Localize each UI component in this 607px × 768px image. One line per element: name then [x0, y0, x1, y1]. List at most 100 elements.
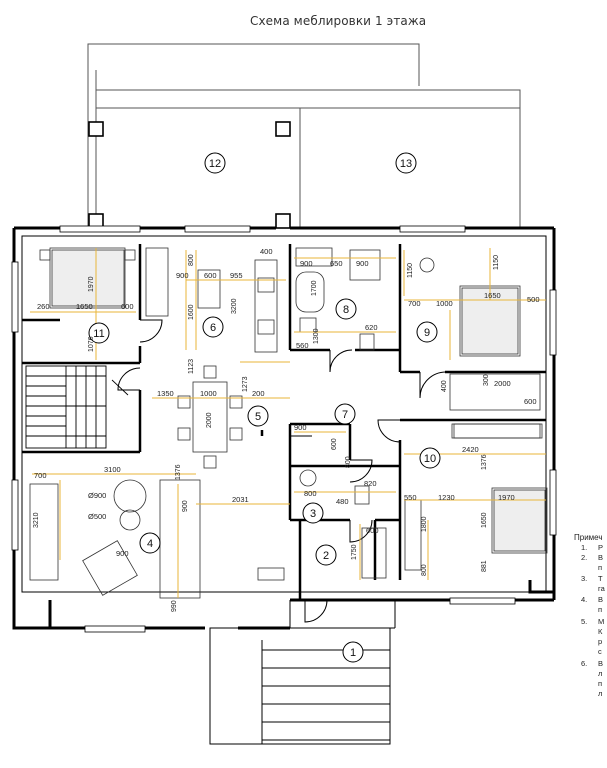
dimension-texts: 260 1650 600 1970 1076 900 600 955 400 8…	[33, 247, 540, 612]
note-fragment: п	[598, 679, 602, 688]
dim-text: 620	[365, 323, 378, 332]
dim-text: 300	[483, 374, 490, 386]
svg-text:2: 2	[323, 550, 329, 562]
note-fragment: р	[598, 637, 602, 646]
room-13-label: 13	[395, 152, 417, 174]
svg-text:12: 12	[209, 158, 221, 170]
note-fragment: л	[598, 669, 602, 678]
dim-text: 1650	[481, 512, 488, 528]
note-fragment: В	[598, 553, 603, 562]
note-fragment: с	[598, 647, 602, 656]
svg-text:9: 9	[424, 327, 430, 339]
dim-text: 2031	[232, 495, 249, 504]
svg-text:3: 3	[310, 508, 316, 520]
dim-text: 1600	[188, 304, 195, 320]
note-number: 2.	[581, 553, 587, 562]
note-number: 1.	[581, 543, 587, 552]
dim-text: 1800	[421, 516, 428, 532]
dim-text: 990	[171, 600, 178, 612]
dim-text: 560	[296, 341, 309, 350]
room-4-label: 4	[139, 532, 161, 554]
dim-text: 500	[527, 295, 540, 304]
dim-text: 600	[331, 438, 338, 450]
windows	[11, 225, 557, 633]
staircase	[25, 365, 129, 449]
dim-text: 820	[364, 479, 377, 488]
note-fragment: В	[598, 595, 603, 604]
dim-text: 1273	[242, 376, 249, 392]
dim-text: 800	[188, 254, 195, 266]
dim-text: 2000	[206, 412, 213, 428]
note-number: 4.	[581, 595, 587, 604]
dim-text: 700	[408, 299, 421, 308]
dim-text: 1750	[351, 544, 358, 560]
note-fragment: га	[598, 584, 606, 593]
dim-text: 1230	[438, 493, 455, 502]
dim-text: 1376	[481, 454, 488, 470]
room-9-label: 9	[416, 321, 438, 343]
note-fragment: п	[598, 563, 602, 572]
dim-text: 1123	[188, 359, 195, 374]
dim-text: 900	[116, 549, 129, 558]
note-fragment: Т	[598, 574, 603, 583]
dimension-lines	[30, 248, 546, 598]
dim-text: 260	[37, 302, 50, 311]
dim-text: 1970	[88, 276, 95, 292]
room-2-label: 2	[315, 544, 337, 566]
note-number: 3.	[581, 574, 587, 583]
dim-text: 900	[300, 259, 313, 268]
note-number: 5.	[581, 617, 587, 626]
room-10-label: 10	[419, 447, 441, 469]
svg-text:5: 5	[255, 411, 261, 423]
dim-text: 1650	[484, 291, 501, 300]
room-11-label: 11	[88, 322, 110, 344]
room-8-label: 8	[335, 298, 357, 320]
svg-text:4: 4	[147, 538, 153, 550]
dim-text: 900	[182, 500, 189, 512]
dim-text: 1650	[76, 302, 93, 311]
svg-text:10: 10	[424, 453, 436, 465]
room-12-label: 12	[204, 152, 226, 174]
dim-text: 881	[481, 560, 488, 572]
dim-text: 650	[330, 259, 343, 268]
room-5-label: 5	[247, 405, 269, 427]
dim-text: 900	[176, 271, 189, 280]
dim-text: 3100	[104, 465, 121, 474]
dim-text: 600	[204, 271, 217, 280]
dim-text: 800	[345, 456, 352, 468]
note-fragment: К	[598, 627, 603, 636]
dim-text: 2000	[494, 379, 511, 388]
dim-text: 2420	[462, 445, 479, 454]
note-fragment: п	[598, 605, 602, 614]
dim-text: 800	[304, 489, 317, 498]
dim-text: 200	[252, 389, 265, 398]
dim-text: 1000	[200, 389, 217, 398]
interior-walls	[22, 244, 546, 600]
plan-title: Схема меблировки 1 этажа	[250, 14, 427, 28]
room-6-label: 6	[202, 316, 224, 338]
inner-wall-lines	[21, 235, 547, 593]
svg-text:8: 8	[343, 304, 349, 316]
dim-text: 1150	[407, 263, 414, 278]
note-number: 6.	[581, 659, 587, 668]
dim-text: 3210	[33, 512, 40, 528]
dim-text: 600	[524, 397, 537, 406]
dim-text: 700	[34, 471, 47, 480]
dim-text: 600	[121, 302, 134, 311]
svg-text:7: 7	[342, 409, 348, 421]
dim-text: 1350	[157, 389, 174, 398]
dim-text: 400	[260, 247, 273, 256]
dim-text: 550	[404, 493, 417, 502]
svg-text:6: 6	[210, 322, 216, 334]
note-fragment: Р	[598, 543, 603, 552]
dim-text: Ø900	[88, 491, 106, 500]
dim-text: 480	[336, 497, 349, 506]
door-swings	[117, 319, 447, 623]
svg-text:11: 11	[93, 328, 104, 340]
dim-text: 1000	[436, 299, 453, 308]
note-fragment: В	[598, 659, 603, 668]
room-labels: 12 13 11 6 8 9	[88, 152, 441, 663]
room-7-label: 7	[334, 403, 356, 425]
dim-text: 600	[366, 526, 379, 535]
